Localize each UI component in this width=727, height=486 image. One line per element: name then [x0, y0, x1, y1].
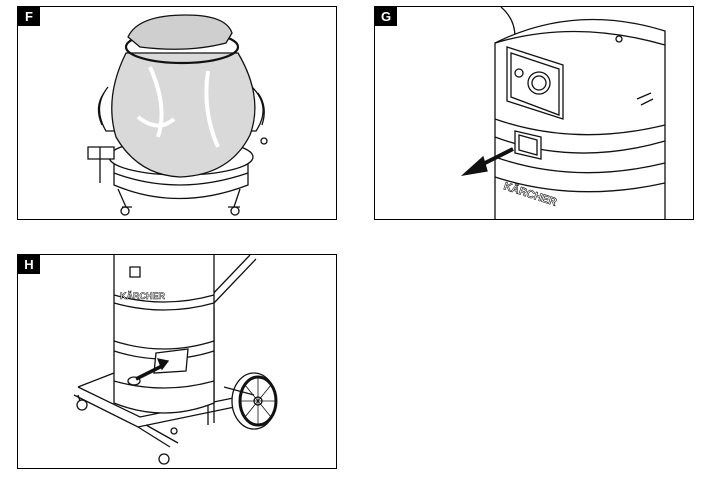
figure-panel-h: H: [17, 254, 337, 469]
vacuum-trolley-illustration: KÄRCHER: [73, 255, 278, 465]
tank-body: [113, 255, 215, 414]
caster-left: [120, 206, 130, 216]
power-switch: [527, 71, 551, 95]
panel-label-f: F: [18, 7, 40, 26]
figure-panel-g: G KÄRCHE: [374, 6, 694, 220]
motor-head-illustration: KÄRCHER: [460, 7, 666, 219]
panel-label-g: G: [375, 7, 397, 26]
panel-label-h: H: [18, 255, 40, 274]
brand-label-h: KÄRCHER: [120, 291, 166, 301]
vacuum-bag-illustration: [87, 14, 268, 216]
figure-panel-f: F: [17, 6, 337, 220]
push-arrow: [135, 363, 165, 381]
latch-box: [514, 130, 542, 160]
caster-right: [230, 206, 240, 216]
